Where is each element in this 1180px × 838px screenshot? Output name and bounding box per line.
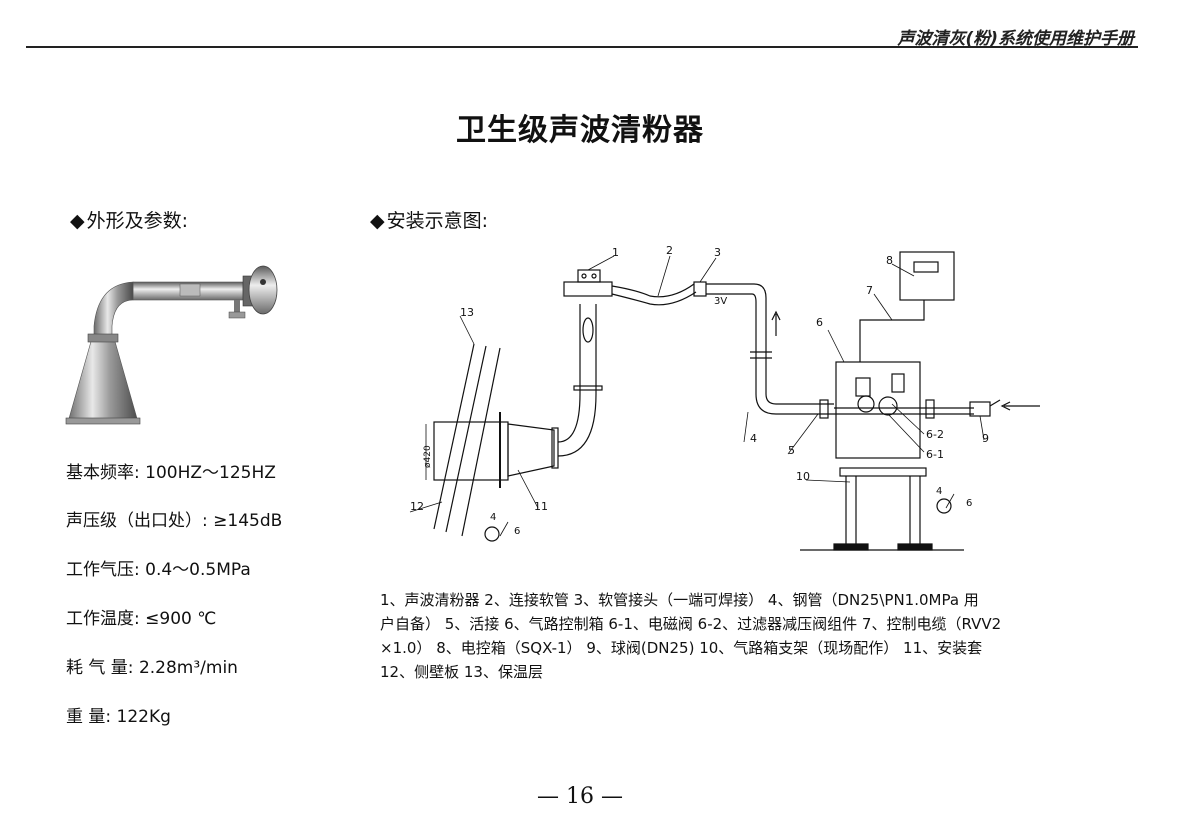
callout-8: 8 bbox=[886, 254, 893, 267]
callout-12: 12 bbox=[410, 500, 424, 513]
gas-control-box bbox=[834, 361, 1001, 459]
steel-pipe bbox=[706, 283, 834, 419]
legend-line: 1、声波清粉器 2、连接软管 3、软管接头（一端可焊接） 4、钢管（DN25\P… bbox=[380, 591, 979, 609]
section-label-installation: ◆安装示意图: bbox=[370, 206, 488, 233]
dimension-label: ø420 bbox=[423, 445, 433, 468]
callout-6: 6 bbox=[816, 316, 823, 329]
fraction-slashes bbox=[499, 493, 955, 537]
callout-7: 7 bbox=[866, 284, 873, 297]
legend-line: 12、侧壁板 13、保温层 bbox=[380, 663, 543, 681]
electric-control-box bbox=[859, 251, 955, 362]
legend: 1、声波清粉器 2、连接软管 3、软管接头（一端可焊接） 4、钢管（DN25\P… bbox=[380, 588, 1060, 684]
mounting-sleeve bbox=[433, 412, 559, 488]
support-stand bbox=[484, 467, 964, 551]
callout-9: 9 bbox=[982, 432, 989, 445]
section-label-text: 安装示意图: bbox=[386, 210, 489, 232]
page-title: 卫生级声波清粉器 bbox=[456, 113, 704, 148]
bullet-diamond-icon: ◆ bbox=[370, 210, 385, 232]
callout-6-2: 6-2 bbox=[926, 428, 944, 441]
sounder-pipe bbox=[557, 269, 613, 457]
fraction-bottom-left: 6 bbox=[514, 526, 520, 537]
callout-numbers: 1 2 3 4 5 6 6-1 6-2 7 8 9 10 11 12 13 ø4… bbox=[410, 244, 989, 537]
callout-3: 3 bbox=[714, 246, 721, 259]
callout-5: 5 bbox=[788, 444, 795, 457]
air-inlet-arrow bbox=[1000, 401, 1040, 411]
section-label-text: 外形及参数: bbox=[86, 210, 189, 232]
callout-13: 13 bbox=[460, 306, 474, 319]
page-number: — 16 — bbox=[537, 784, 623, 809]
callout-6-1: 6-1 bbox=[926, 448, 944, 461]
callout-2: 2 bbox=[666, 244, 673, 257]
callout-1: 1 bbox=[612, 246, 619, 259]
fraction-bottom-right: 6 bbox=[966, 498, 972, 509]
callout-11: 11 bbox=[534, 500, 548, 513]
header-rule bbox=[26, 46, 1138, 48]
section-label-appearance: ◆外形及参数: bbox=[70, 206, 188, 233]
side-wall bbox=[433, 343, 501, 537]
param-sound-pressure: 声压级（出口处）: ≥145dB bbox=[66, 511, 283, 531]
bullet-diamond-icon: ◆ bbox=[70, 210, 85, 232]
param-frequency: 基本频率: 100HZ～125HZ bbox=[66, 463, 276, 483]
product-photo bbox=[65, 265, 278, 425]
legend-line: ×1.0） 8、电控箱（SQX-1） 9、球阀(DN25) 10、气路箱支架（现… bbox=[380, 639, 983, 657]
installation-diagram: 1 2 3 4 5 6 6-1 6-2 7 8 9 10 11 12 13 ø4… bbox=[409, 244, 1040, 551]
legend-line: 户自备） 5、活接 6、气路控制箱 6-1、电磁阀 6-2、过滤器减压阀组件 7… bbox=[380, 615, 1002, 633]
param-working-temperature: 工作温度: ≤900 ℃ bbox=[66, 609, 217, 629]
param-weight: 重 量: 122Kg bbox=[66, 707, 171, 727]
voltage-label: 3V bbox=[714, 296, 727, 307]
manual-title: 声波清灰(粉)系统使用维护手册 bbox=[897, 29, 1134, 49]
fraction-top-left: 4 bbox=[490, 512, 496, 523]
callout-10: 10 bbox=[796, 470, 810, 483]
leader-lines bbox=[409, 255, 985, 513]
fraction-top-right: 4 bbox=[936, 486, 942, 497]
callout-4: 4 bbox=[750, 432, 757, 445]
param-air-consumption: 耗 气 量: 2.28m³/min bbox=[66, 658, 238, 678]
param-working-pressure: 工作气压: 0.4～0.5MPa bbox=[66, 560, 251, 580]
